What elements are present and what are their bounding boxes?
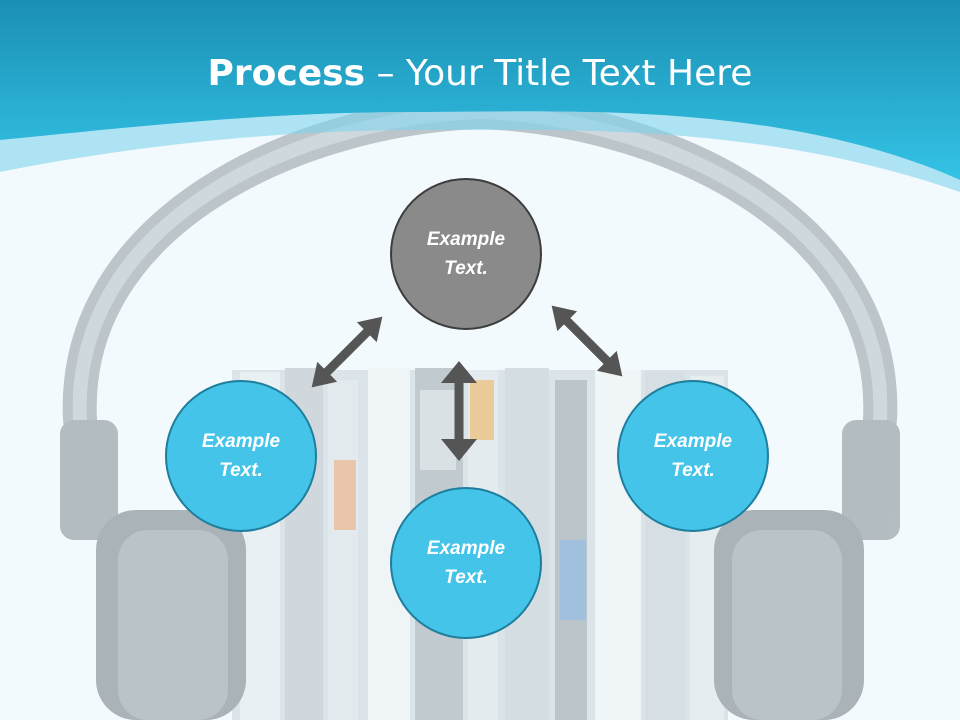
- double-arrow-top-right: [551, 305, 623, 377]
- node-left-line2: Text.: [219, 460, 263, 481]
- node-left-line1: Example: [201, 431, 281, 452]
- slide-title: Process – Your Title Text Here: [0, 52, 960, 96]
- node-bottom-line2: Text.: [444, 567, 488, 588]
- header-wave: [0, 111, 960, 192]
- title-rest: – Your Title Text Here: [365, 53, 753, 94]
- double-arrow-vertical: [441, 361, 477, 461]
- node-bottom-line1: Example: [426, 538, 506, 559]
- double-arrow-top-left: [311, 316, 383, 388]
- header-band: [0, 0, 960, 180]
- node-top-line2: Text.: [444, 258, 488, 279]
- title-bold: Process: [207, 53, 366, 94]
- node-right-line2: Text.: [671, 460, 715, 481]
- node-right-line1: Example: [653, 431, 733, 452]
- node-top-line1: Example: [426, 229, 506, 250]
